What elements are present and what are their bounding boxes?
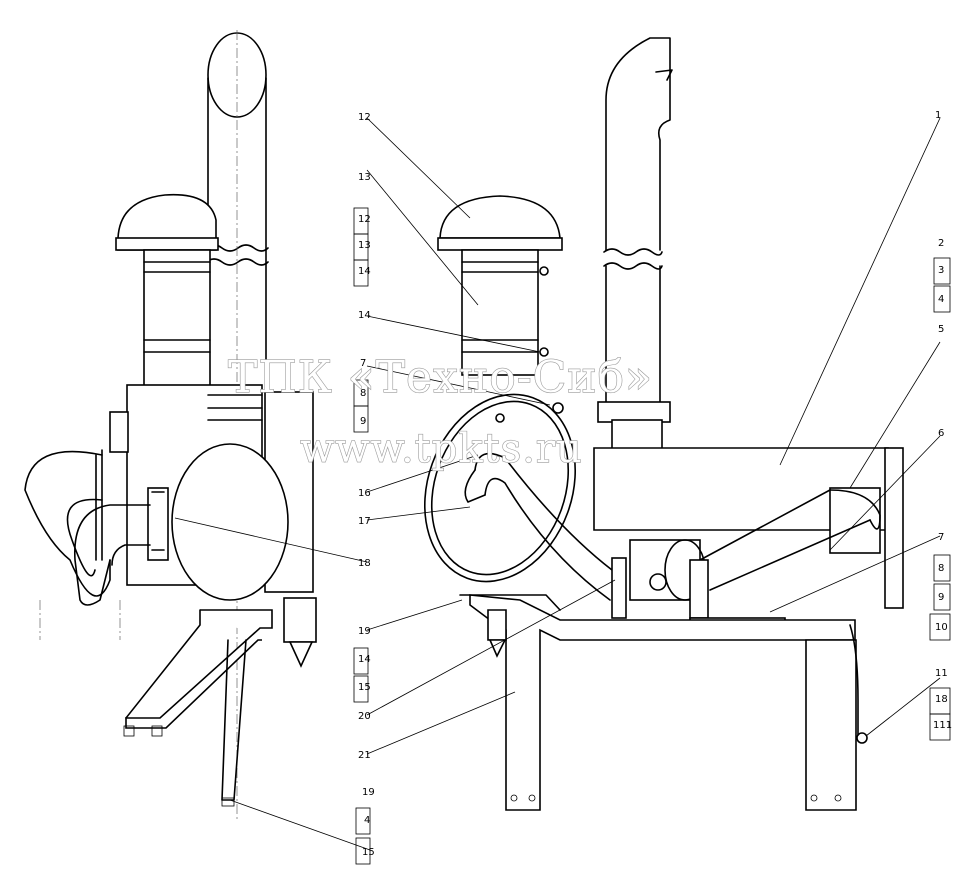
label-3: 3 xyxy=(938,265,944,276)
label-11: 11 xyxy=(935,668,948,679)
label-7: 7 xyxy=(360,358,366,369)
label-4b: 4 xyxy=(364,815,370,826)
label-13-leader: 13 xyxy=(358,172,371,183)
leader-lines xyxy=(174,117,941,851)
watermark-url: www.tpkts.ru xyxy=(300,426,583,472)
label-19b: 19 xyxy=(362,787,375,798)
label-17: 17 xyxy=(358,516,371,527)
label-6: 6 xyxy=(938,428,944,439)
label-9b: 9 xyxy=(938,592,944,603)
label-7b: 7 xyxy=(938,532,944,543)
label-15b: 15 xyxy=(362,847,375,858)
label-5: 5 xyxy=(938,324,944,335)
label-14: 14 xyxy=(358,266,371,277)
label-12: 12 xyxy=(358,214,371,225)
label-13: 13 xyxy=(358,240,371,251)
label-111: 111 xyxy=(933,720,952,731)
label-8: 8 xyxy=(360,388,366,399)
watermark: ТПК «Техно-Сиб» www.tpkts.ru xyxy=(227,351,653,472)
label-10: 10 xyxy=(935,622,948,633)
label-4: 4 xyxy=(938,294,944,305)
left-side-view xyxy=(24,30,317,820)
front-view xyxy=(423,37,904,811)
label-15: 15 xyxy=(358,682,371,693)
label-12-leader: 12 xyxy=(358,112,371,123)
label-14c: 14 xyxy=(358,654,371,665)
label-21: 21 xyxy=(358,750,371,761)
label-20: 20 xyxy=(358,711,371,722)
label-2: 2 xyxy=(938,238,944,249)
position-labels: 12 13 12 13 14 14 7 8 9 16 17 18 19 14 1… xyxy=(353,110,952,865)
label-1: 1 xyxy=(935,110,941,121)
label-8b: 8 xyxy=(938,563,944,574)
watermark-company: ТПК «Техно-Сиб» xyxy=(228,352,653,403)
label-18b: 18 xyxy=(935,694,948,705)
label-9: 9 xyxy=(360,416,366,427)
label-19: 19 xyxy=(358,626,371,637)
label-14b: 14 xyxy=(358,310,371,321)
label-18: 18 xyxy=(358,558,371,569)
label-16: 16 xyxy=(358,488,371,499)
